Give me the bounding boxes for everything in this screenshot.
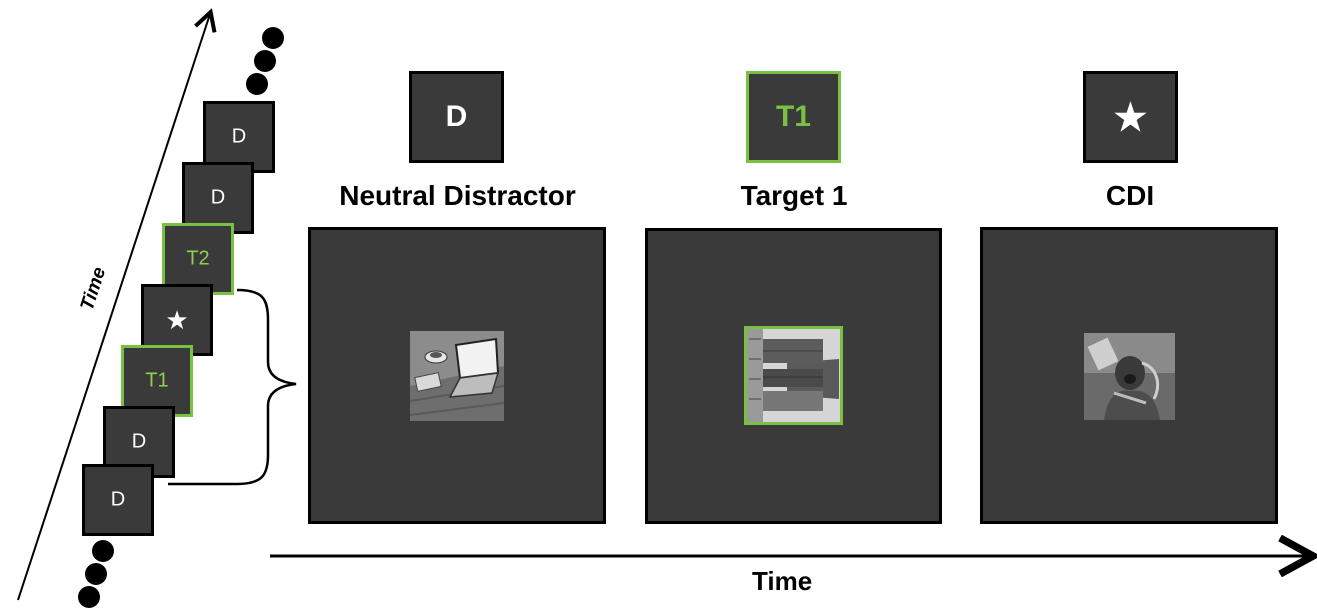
target-icon-box: T1 xyxy=(746,71,841,163)
laptop-photo xyxy=(410,331,504,421)
cdi-screen xyxy=(980,227,1278,524)
stream-time-label: Time xyxy=(76,264,111,314)
stream-frame-distractor: D xyxy=(82,464,154,536)
cdi-icon-box: ★ xyxy=(1083,71,1178,163)
star-icon: ★ xyxy=(165,305,189,335)
target-screen xyxy=(645,228,942,524)
distractor-icon-box: D xyxy=(409,71,504,163)
distress-photo xyxy=(1084,333,1175,420)
target-caption: Target 1 xyxy=(740,180,848,211)
ellipsis-dot xyxy=(254,50,276,72)
buildings-photo xyxy=(744,326,843,425)
stream-frame-distractor: D xyxy=(203,101,275,173)
ellipsis-dot xyxy=(92,540,114,562)
ellipsis-dot xyxy=(246,73,268,95)
ellipsis-dot xyxy=(262,27,284,49)
distractor-caption: Neutral Distractor xyxy=(339,180,576,211)
timeline-label: Time xyxy=(752,566,813,596)
star-icon: ★ xyxy=(1111,93,1150,141)
distractor-screen xyxy=(308,227,606,524)
cdi-caption: CDI xyxy=(1105,180,1155,211)
ellipsis-dot xyxy=(78,586,100,608)
ellipsis-dot xyxy=(85,563,107,585)
